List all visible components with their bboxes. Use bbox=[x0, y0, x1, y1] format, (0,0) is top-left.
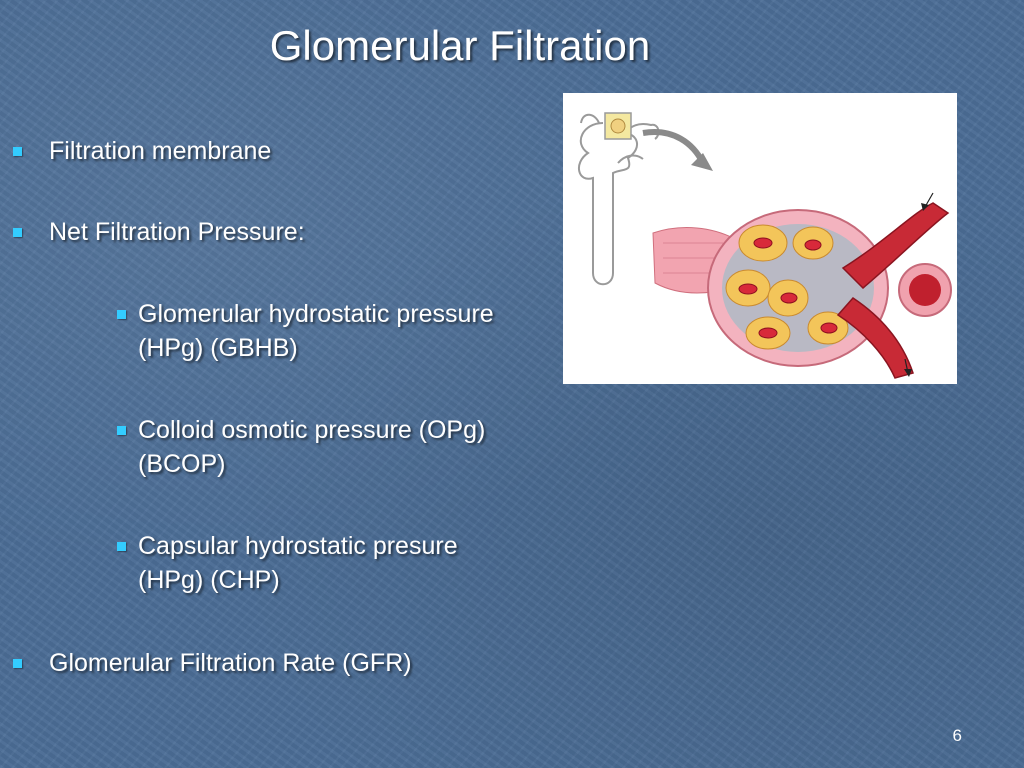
sub-bullet-glomerular-hydrostatic-pressure: Glomerular hydrostatic pressure (HPg) (G… bbox=[117, 297, 494, 365]
bullet-line: Glomerular hydrostatic pressure bbox=[138, 300, 494, 328]
bullet-marker bbox=[117, 310, 126, 319]
bullet-marker bbox=[117, 542, 126, 551]
bullet-line: (HPg) (CHP) bbox=[138, 566, 280, 594]
bullet-line: Capsular hydrostatic presure bbox=[138, 532, 458, 560]
bullet-line: (HPg) (GBHB) bbox=[138, 334, 298, 362]
bullet-glomerular-filtration-rate: Glomerular Filtration Rate (GFR) bbox=[13, 646, 412, 680]
bullet-text: Glomerular Filtration Rate (GFR) bbox=[49, 649, 412, 677]
bullet-line: Colloid osmotic pressure (OPg) bbox=[138, 416, 486, 444]
bullet-text: Filtration membrane bbox=[49, 137, 272, 165]
bullet-text: Net Filtration Pressure: bbox=[49, 218, 305, 246]
glomerulus-figure bbox=[563, 93, 957, 384]
bullet-marker bbox=[13, 659, 22, 668]
slide-number: 6 bbox=[952, 726, 962, 745]
bullet-marker bbox=[13, 228, 22, 237]
sub-bullet-capsular-hydrostatic-pressure: Capsular hydrostatic presure (HPg) (CHP) bbox=[117, 529, 458, 597]
sub-bullet-colloid-osmotic-pressure: Colloid osmotic pressure (OPg) (BCOP) bbox=[117, 413, 486, 481]
bullet-filtration-membrane: Filtration membrane bbox=[13, 134, 272, 168]
bullet-line: (BCOP) bbox=[138, 450, 226, 478]
glomerulus-illustration-icon bbox=[578, 112, 952, 379]
bullet-marker bbox=[117, 426, 126, 435]
bullet-net-filtration-pressure: Net Filtration Pressure: bbox=[13, 215, 305, 249]
slide-title: Glomerular Filtration bbox=[269, 22, 651, 69]
bullet-marker bbox=[13, 147, 22, 156]
